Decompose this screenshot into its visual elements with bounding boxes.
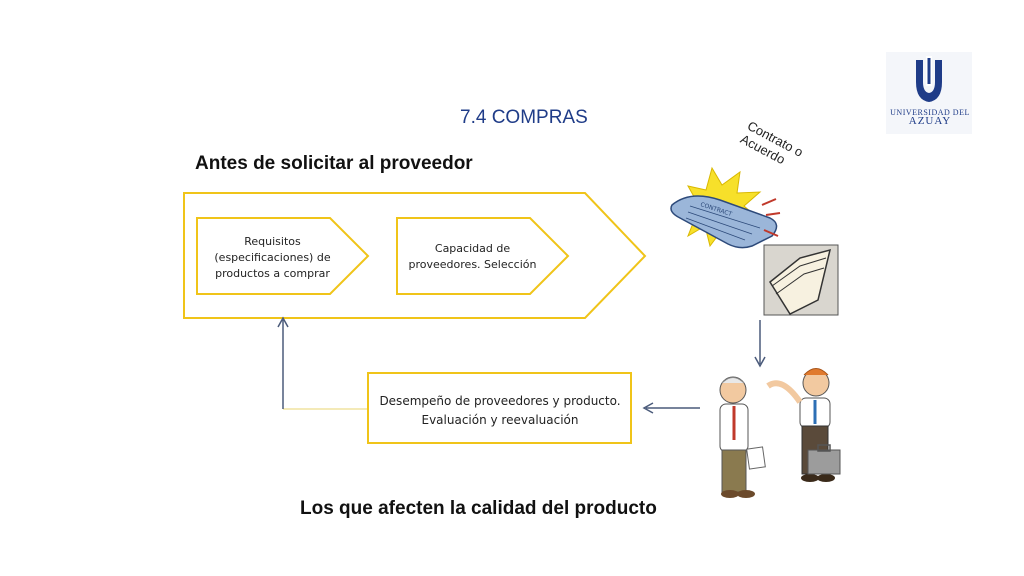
bottom-caption: Los que afecten la calidad del producto	[300, 498, 657, 519]
businessmen-illustration	[719, 368, 841, 498]
slide-title: 7.4 COMPRAS	[460, 107, 588, 128]
slide-subtitle: Antes de solicitar al proveedor	[195, 153, 473, 174]
university-line2: AZUAY	[908, 115, 952, 127]
step2-chevron	[396, 217, 570, 295]
step1-chevron	[196, 217, 370, 295]
performance-label: Desempeño de proveedores y producto. Eva…	[370, 392, 630, 430]
up-arrow-head	[277, 316, 289, 328]
university-name: UNIVERSIDAD DEL AZUAY	[890, 108, 970, 127]
contract-scroll-icon: CONTRACT	[670, 195, 781, 249]
folder-icon	[763, 244, 839, 316]
logo-emblem-icon	[916, 60, 942, 102]
university-logo	[886, 52, 972, 134]
performance-line2: Evaluación y reevaluación	[421, 413, 579, 427]
performance-box	[367, 372, 632, 444]
down-arrow-head	[754, 356, 766, 368]
university-line1: UNIVERSIDAD DEL	[890, 108, 970, 117]
step2-label: Capacidad de proveedores. Selección	[408, 242, 537, 271]
performance-line1: Desempeño de proveedores y producto.	[379, 394, 621, 408]
step1-label: Requisitos (especificaciones) de product…	[214, 235, 331, 280]
left-arrow-head	[642, 402, 654, 414]
